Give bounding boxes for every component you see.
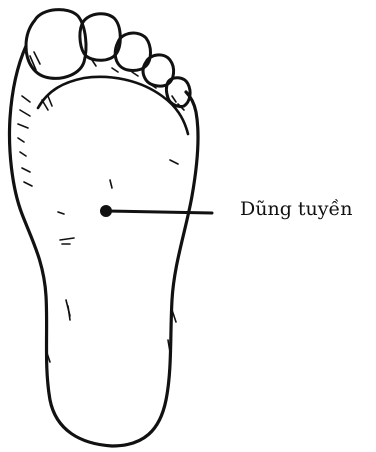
point-label: Dũng tuyền [240,198,352,220]
leader-line [106,211,212,213]
shading-strokes [18,52,184,362]
